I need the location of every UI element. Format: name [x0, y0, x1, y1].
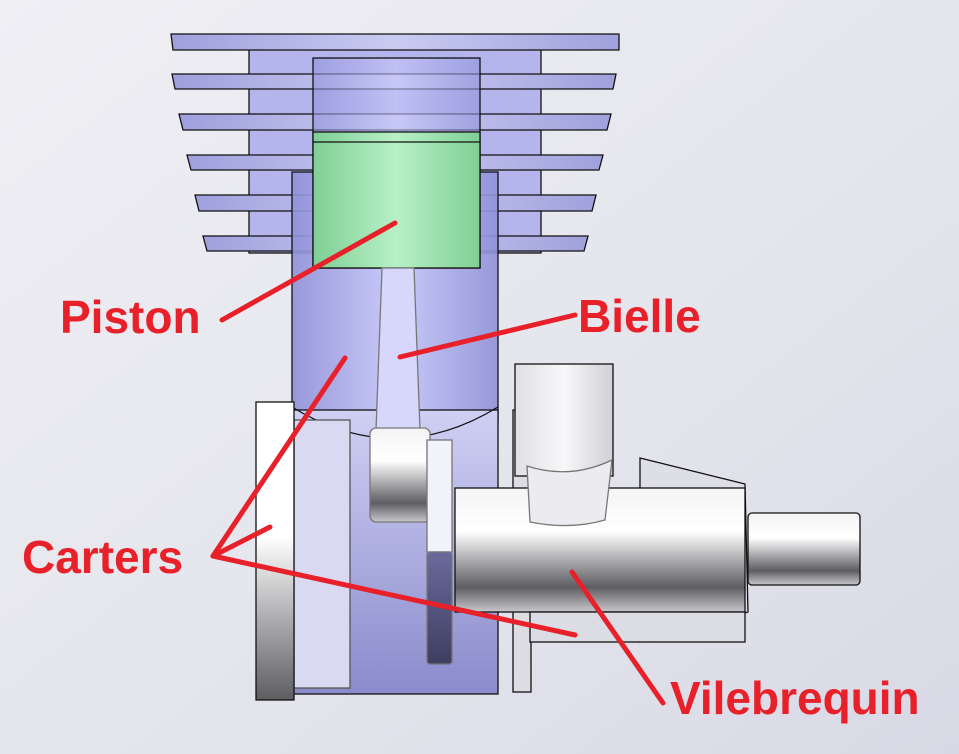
output-shaft [747, 512, 861, 586]
piston [312, 131, 481, 269]
engine [170, 33, 861, 701]
label-bielle: Bielle [578, 290, 701, 342]
callout-lines [210, 220, 666, 706]
carters-callout-3 [210, 553, 578, 638]
carters-callout-2 [210, 524, 273, 559]
bielle-callout [397, 312, 578, 360]
crankcase-back [293, 419, 351, 689]
labels: Piston Bielle Carters Vilebrequin [22, 290, 920, 724]
vilebrequin-callout [569, 569, 666, 706]
conrod-big-end [369, 427, 431, 523]
label-piston: Piston [60, 291, 201, 343]
piston-callout [219, 220, 398, 323]
conrod [375, 267, 421, 431]
left-flange [255, 401, 295, 701]
label-vilebrequin: Vilebrequin [670, 672, 920, 724]
label-carters: Carters [22, 531, 183, 583]
carters-callout-1 [210, 355, 348, 559]
housing-lower [529, 611, 746, 643]
crank-pin [426, 439, 453, 553]
intake-tube [514, 363, 614, 477]
